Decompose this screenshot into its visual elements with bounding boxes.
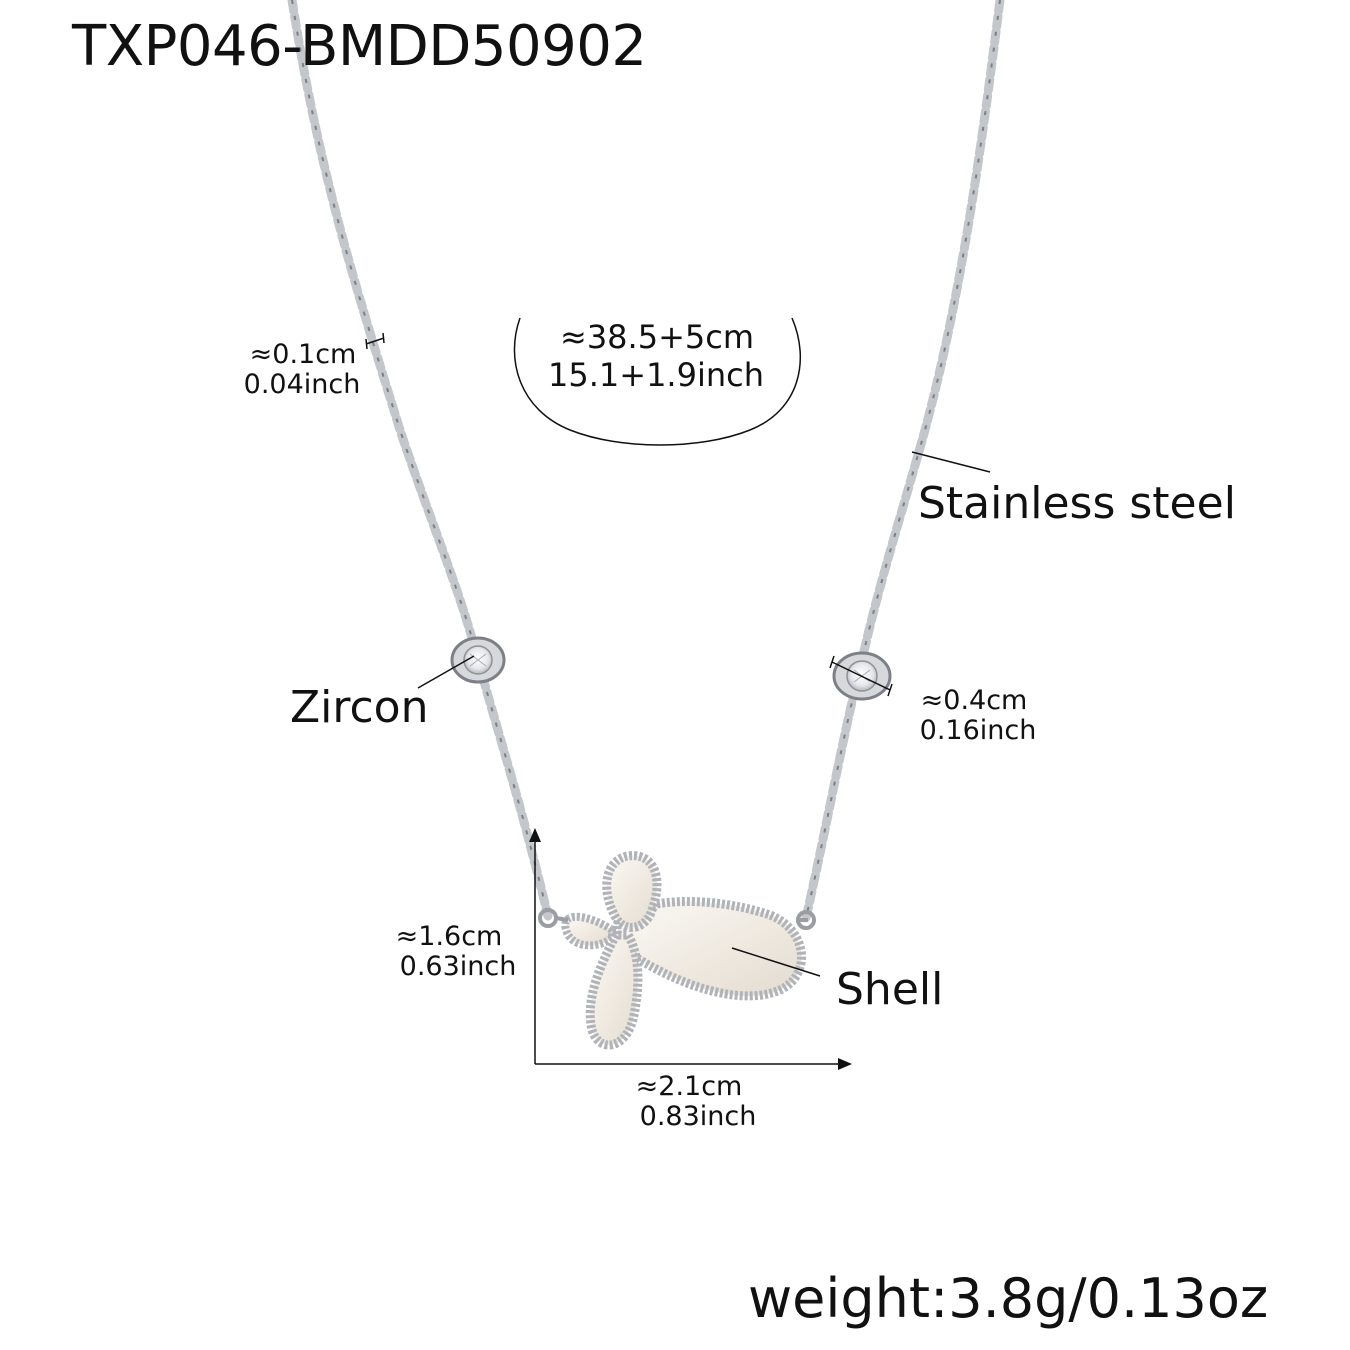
pendant-width-imperial: 0.83inch [639, 1101, 757, 1132]
length-metric: ≈38.5+5cm [560, 318, 754, 356]
product-sku: TXP046-BMDD50902 [72, 14, 647, 79]
length-arc [513, 317, 802, 446]
pendant-height-metric: ≈1.6cm [395, 921, 503, 952]
pendant-bow [538, 851, 816, 1050]
shell-label: Shell [836, 964, 944, 1015]
chain-width-metric: ≈0.1cm [249, 339, 357, 370]
pendant-height-imperial: 0.63inch [399, 951, 517, 982]
zircon-size-imperial: 0.16inch [919, 715, 1037, 746]
chain-width-marker [365, 332, 385, 350]
stainless-steel-label: Stainless steel [918, 478, 1236, 529]
zircon-label: Zircon [290, 682, 429, 733]
pendant-width-metric: ≈2.1cm [635, 1071, 743, 1102]
product-weight: weight:3.8g/0.13oz [748, 1267, 1269, 1330]
chain-right-strand [801, 0, 1005, 923]
chain-left-strand [287, 0, 553, 921]
chain-width-imperial: 0.04inch [243, 369, 361, 400]
zircon-callout-line [417, 655, 475, 689]
stainless-steel-callout-line [911, 451, 991, 473]
zircon-station-left [450, 636, 506, 684]
zircon-width-marker [829, 655, 893, 697]
zircon-size-metric: ≈0.4cm [920, 685, 1028, 716]
length-imperial: 15.1+1.9inch [548, 356, 764, 394]
pendant-dimension-axes [529, 828, 852, 1070]
shell-callout-line [731, 947, 821, 977]
